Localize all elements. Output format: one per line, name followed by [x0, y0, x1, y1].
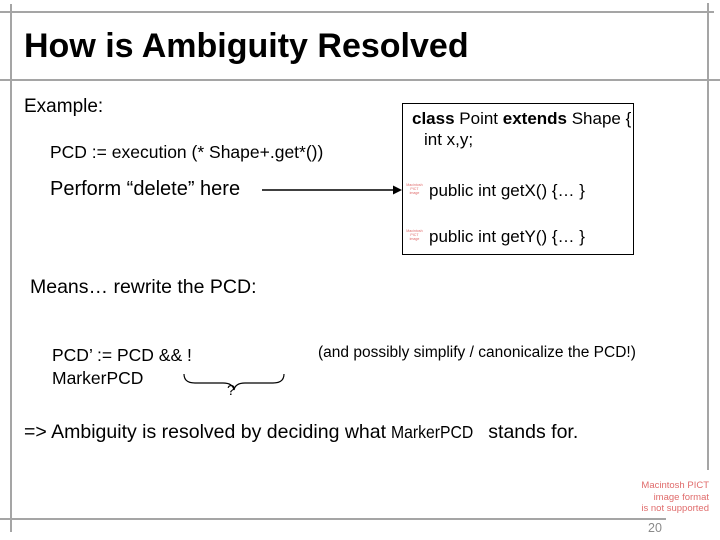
rewritten-pcd-text: PCD’ := PCD && ! MarkerPCD	[52, 344, 192, 390]
pict-placeholder-icon: Macintosh PICT image format is not suppo…	[406, 229, 423, 242]
page-number: 20	[648, 521, 662, 535]
frame-line-right	[707, 3, 709, 470]
conclusion-post: stands for.	[482, 421, 579, 443]
pict-notice-line3: is not supported	[641, 503, 709, 514]
code-line-class-decl: class Point extends Shape {	[412, 109, 631, 129]
code-line-getx: public int getX() {… }	[429, 181, 585, 200]
perform-delete-text: Perform “delete” here	[50, 178, 241, 200]
slide-title: How is Ambiguity Resolved	[24, 27, 469, 65]
pict-notice-line2: image format	[653, 491, 709, 503]
pict-placeholder-icon: Macintosh PICT image format is not suppo…	[406, 183, 423, 196]
code-line-gety: public int getY() {… }	[429, 227, 585, 246]
conclusion-text: => Ambiguity is resolved by deciding wha…	[24, 418, 694, 447]
pict-not-supported-notice: Macintosh PICT image format is not suppo…	[641, 480, 709, 515]
example-label: Example:	[24, 96, 104, 117]
frame-line-under-title	[0, 79, 720, 81]
pict-notice-line1: Macintosh PICT	[641, 480, 709, 491]
frame-line-left	[10, 4, 12, 532]
keyword-class: class	[412, 109, 455, 128]
underbrace-icon	[183, 373, 285, 391]
frame-line-top	[0, 11, 714, 13]
conclusion-pre: => Ambiguity is resolved by deciding wha…	[24, 421, 392, 443]
class-name: Point	[454, 109, 503, 128]
rewritten-pcd-line1: PCD’ := PCD && !	[52, 345, 192, 365]
frame-line-bottom	[0, 518, 666, 520]
arrow-icon	[262, 185, 402, 195]
conclusion-marker-pcd: MarkerPCD	[391, 422, 474, 442]
keyword-extends: extends	[502, 109, 567, 128]
means-heading: Means… rewrite the PCD:	[30, 276, 257, 298]
rewritten-pcd-line2: MarkerPCD	[52, 368, 144, 388]
pcd-definition-text: PCD := execution (* Shape+.get*())	[50, 142, 324, 162]
aside-note: (and possibly simplify / canonicalize th…	[318, 344, 636, 361]
class-definition-box: class Point extends Shape { int x,y; Mac…	[402, 103, 634, 255]
class-tail: Shape {	[567, 109, 632, 128]
question-mark-label: ?	[227, 383, 236, 399]
code-line-fields: int x,y;	[424, 130, 474, 149]
